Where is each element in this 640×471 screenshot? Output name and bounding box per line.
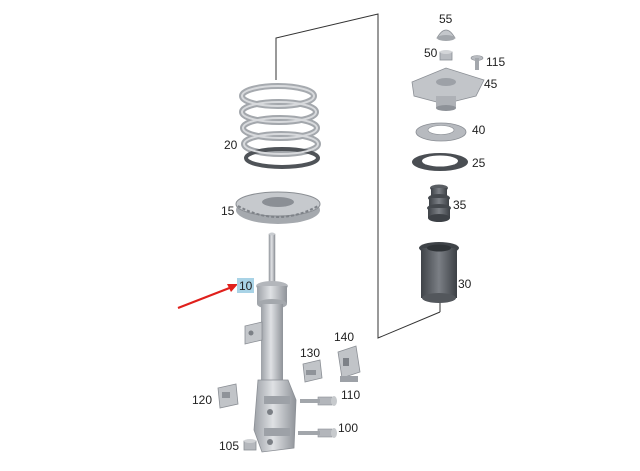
spring-seat-part-15[interactable] bbox=[235, 191, 321, 224]
bolt-part-110[interactable] bbox=[300, 396, 337, 406]
label-30[interactable]: 30 bbox=[458, 277, 472, 291]
label-10-highlight bbox=[237, 278, 254, 293]
label-140[interactable]: 140 bbox=[334, 330, 354, 344]
bolt-part-115[interactable] bbox=[470, 55, 484, 71]
strut-part-10[interactable] bbox=[244, 232, 297, 453]
rubber-ring-part-25[interactable] bbox=[412, 153, 468, 171]
label-130[interactable]: 130 bbox=[300, 346, 320, 360]
bolt-part-100[interactable] bbox=[298, 428, 337, 438]
dust-boot-part-30[interactable] bbox=[419, 242, 459, 303]
label-120[interactable]: 120 bbox=[192, 393, 212, 407]
label-105[interactable]: 105 bbox=[219, 439, 239, 453]
label-35[interactable]: 35 bbox=[453, 198, 467, 212]
bearing-part-40[interactable] bbox=[415, 122, 467, 142]
label-20[interactable]: 20 bbox=[224, 138, 238, 152]
bracket-part-120[interactable] bbox=[217, 383, 239, 409]
label-110[interactable]: 110 bbox=[341, 388, 360, 402]
label-10[interactable]: 10 bbox=[239, 279, 253, 293]
label-15[interactable]: 15 bbox=[221, 204, 235, 218]
top-mount-part-45[interactable] bbox=[411, 67, 485, 111]
dust-cap-part-55[interactable] bbox=[436, 29, 456, 41]
pointer-arrow-icon bbox=[177, 284, 238, 310]
assembly-bracket-line bbox=[275, 13, 441, 339]
bump-stop-part-35[interactable] bbox=[427, 184, 451, 223]
coil-spring-part-20[interactable] bbox=[239, 83, 321, 169]
label-115[interactable]: 115 bbox=[486, 55, 505, 69]
nut-part-105[interactable] bbox=[243, 439, 257, 451]
label-40[interactable]: 40 bbox=[472, 123, 486, 137]
label-100[interactable]: 100 bbox=[338, 421, 358, 435]
label-55[interactable]: 55 bbox=[439, 12, 453, 26]
label-25[interactable]: 25 bbox=[472, 156, 486, 170]
nut-part-50[interactable] bbox=[439, 50, 453, 61]
label-45[interactable]: 45 bbox=[484, 77, 498, 91]
clip-bracket-part-140[interactable] bbox=[337, 345, 361, 382]
label-50[interactable]: 50 bbox=[424, 46, 438, 60]
clip-part-130[interactable] bbox=[302, 359, 323, 383]
